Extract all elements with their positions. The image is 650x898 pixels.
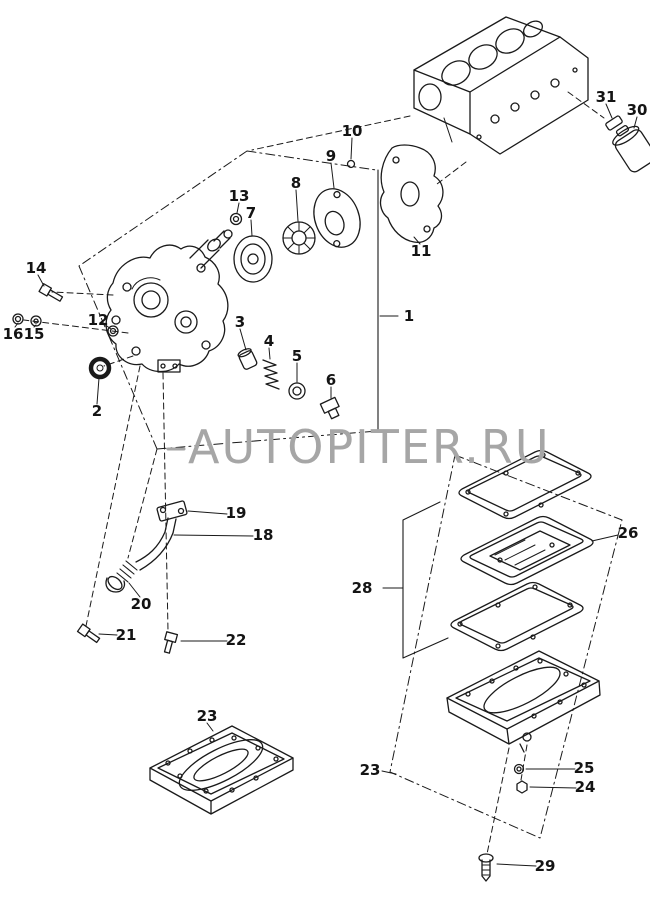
callout-1: 1 (403, 307, 415, 325)
pan-baffle-gasket (460, 515, 594, 586)
timing-plate (379, 144, 444, 244)
callout-20: 20 (130, 595, 152, 613)
callout-23: 23 (359, 761, 381, 779)
callout-8: 8 (290, 174, 302, 192)
cover-plate (313, 188, 361, 248)
leader-lines (14, 103, 638, 867)
callout-26: 26 (617, 524, 639, 542)
callout-21: 21 (115, 626, 137, 644)
callout-11: 11 (410, 242, 432, 260)
small-nut (229, 212, 243, 226)
engine-block (413, 16, 589, 155)
callout-2: 2 (91, 402, 103, 420)
oil-seal (233, 235, 273, 283)
construction-lines (23, 91, 605, 855)
callout-3: 3 (234, 313, 246, 331)
callout-7: 7 (245, 204, 257, 222)
callout-28: 28 (351, 579, 373, 597)
pan-group-outline (389, 454, 623, 839)
pan-bolt (478, 853, 494, 882)
gasket-group-bracket (382, 501, 449, 659)
pickup-tube (105, 500, 188, 593)
callout-15: 15 (23, 325, 45, 343)
pan-gasket-top (458, 449, 592, 520)
oil-pan-right (446, 650, 601, 753)
callout-22: 22 (225, 631, 247, 649)
oil-pan-left (149, 725, 294, 815)
callout-18: 18 (252, 526, 274, 544)
callout-6: 6 (325, 371, 337, 389)
callout-19: 19 (225, 504, 247, 522)
oil-filter (612, 125, 650, 173)
pickup-bolts (76, 623, 179, 654)
callout-12: 12 (87, 311, 109, 329)
small-bolt (346, 159, 356, 169)
oil-pump-housing (105, 229, 233, 373)
watermark-text: AUTOPITER.RU (188, 420, 551, 474)
rotor-gear (282, 221, 316, 255)
callout-13: 13 (228, 187, 250, 205)
callout-30: 30 (626, 101, 648, 119)
stud-bolt (605, 115, 623, 131)
pump-group-outline (78, 150, 378, 450)
callout-25: 25 (573, 759, 595, 777)
drain-plug-parts (513, 763, 528, 794)
group-1-bracket (377, 169, 399, 431)
callout-24: 24 (574, 778, 596, 796)
callout-9: 9 (325, 147, 337, 165)
pan-gasket-bottom (450, 581, 584, 652)
callout-23: 23 (196, 707, 218, 725)
callout-4: 4 (263, 332, 275, 350)
callout-10: 10 (341, 122, 363, 140)
callout-14: 14 (25, 259, 47, 277)
callout-16: 16 (2, 325, 24, 343)
callout-31: 31 (595, 88, 617, 106)
callout-29: 29 (534, 857, 556, 875)
relief-valve-parts (237, 348, 340, 420)
callout-5: 5 (291, 347, 303, 365)
